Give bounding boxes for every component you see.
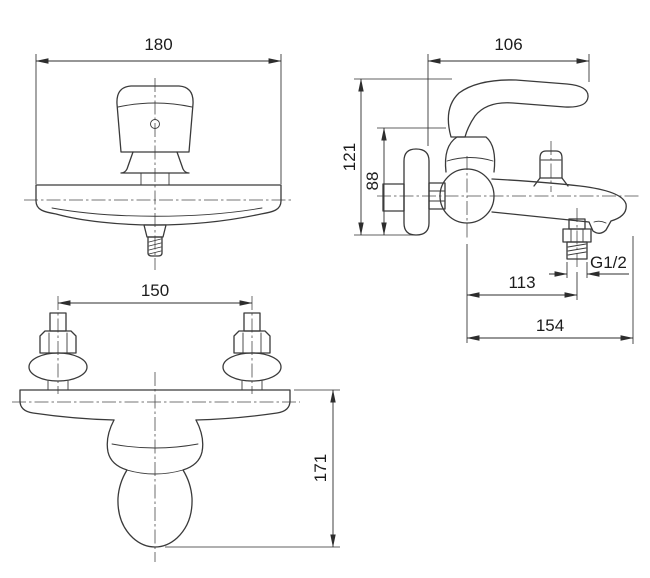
handle-joint-seam [126,469,184,475]
spout-and-handle-down [106,419,204,548]
side-centerlines [377,141,639,270]
body-bar [19,389,291,421]
front-view-bottom: 150 171 [12,281,340,562]
dim-front-width-extensions [35,54,282,184]
lever-cap [116,85,194,153]
mixer-body-accent [51,207,263,217]
lever-handle-front [116,85,194,186]
diverter-knob-body [539,150,563,179]
side-view: 106 121 88 [340,35,639,344]
dim-shower-reach: 113 [466,244,578,343]
dim-front-width-label: 180 [144,35,172,54]
dim-side-height-inner-label: 88 [363,172,382,191]
flange-nut-lines [428,190,446,202]
wall-mount-side [382,148,446,236]
dim-mounting-centers-label: 150 [141,281,169,300]
aerator-thread-hatch [148,238,162,255]
lever-seam [117,102,193,108]
bell-seam [111,443,199,449]
handle-neck [140,172,170,186]
dim-total-reach-label: 154 [536,316,564,335]
shower-outlet-thread-hatch [567,243,587,256]
dim-shower-reach-label: 113 [508,273,535,292]
aerator-thread-body [147,236,163,257]
spout-nozzle-line [593,220,607,224]
handle-base-skirt [120,151,190,174]
dim-front-width: 180 [35,35,282,184]
front-view-top: 180 [24,35,293,270]
valve-body [439,168,495,224]
shower-outlet-fitting [562,218,592,260]
spout-handle-outline [106,419,204,548]
dim-total-height-label: 171 [311,454,330,482]
dim-mounting-centers: 150 [57,281,253,306]
spout-body [491,178,627,234]
dim-thread: G1/2 [549,253,629,278]
dim-side-width-extensions [427,54,590,146]
aerator-outlet [143,224,167,257]
lever-arm [447,79,589,138]
wall-flange [403,148,430,236]
dim-thread-label: G1/2 [590,253,627,272]
diverter-knob [533,150,569,187]
dim-side-width-label: 106 [494,35,522,54]
diverter-knob-base [533,177,569,187]
shower-outlet-nut [562,228,592,243]
aerator-taper [143,224,167,238]
shower-outlet-nipple [566,241,588,260]
handle-dome [444,136,496,173]
front-bottom-centerlines [12,296,300,562]
mixer-body-front [35,184,282,226]
shower-outlet-nut-facets [570,228,584,243]
dim-side-height-total-label: 121 [340,143,359,171]
dim-side-width: 106 [427,35,590,146]
dim-side-height-inner: 88 [363,127,446,236]
handle-dome-seam [446,157,494,162]
wall-bracket [382,183,405,212]
indicator-dot [150,119,160,129]
dim-total-height: 171 [165,389,340,548]
front-top-centerlines [24,78,293,270]
lever-handle-side [444,79,589,173]
flange-nut [428,182,446,210]
dim-total-reach: 154 [466,236,634,344]
spout-side [491,178,627,234]
